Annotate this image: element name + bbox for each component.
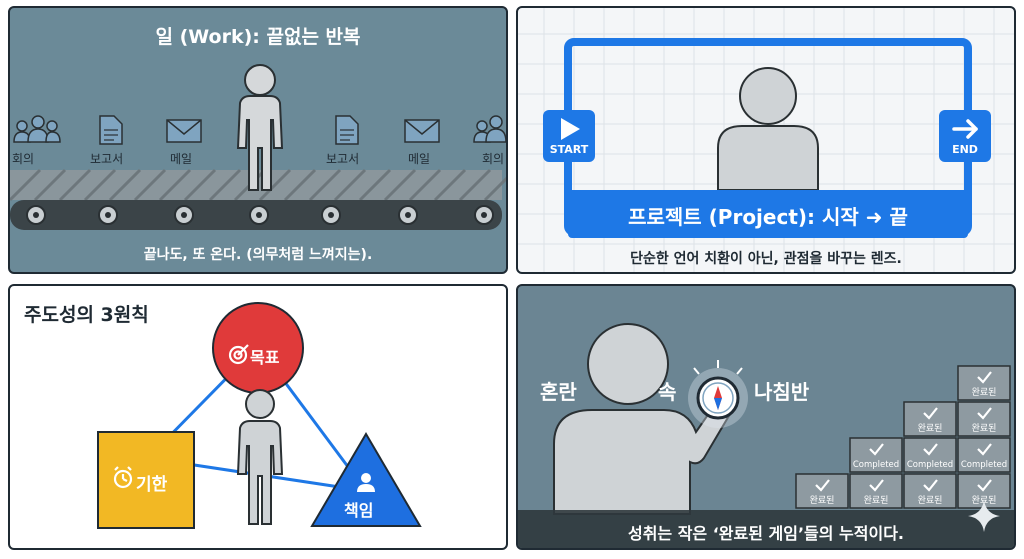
mail-icon <box>404 119 440 143</box>
person-figure <box>553 323 732 515</box>
person-figure <box>717 67 819 191</box>
checkmark-icon <box>923 479 938 492</box>
work-panel: 일 (Work): 끝없는 반복 회의 보고서 메일 보고서 메일 회의 끝나도… <box>8 6 508 274</box>
people-icon <box>13 115 61 143</box>
completed-box: Completed <box>957 437 1011 473</box>
person-badge-icon <box>357 473 375 492</box>
project-caption: 단순한 언어 치환이 아닌, 관점을 바꾸는 렌즈. <box>630 251 902 267</box>
completed-box: 완료된 <box>957 365 1011 401</box>
work-illustration <box>10 64 506 230</box>
completed-box-label: 완료된 <box>972 422 997 434</box>
project-title: 프로젝트 (Project): 시작 ➜ 끝 <box>628 205 908 229</box>
checkmark-icon <box>977 407 992 420</box>
arrow-right-icon <box>952 119 978 139</box>
goal-label: 목표 <box>250 348 280 367</box>
principles-panel: 주도성의 3원칙 목표 기한 책임 <box>8 284 508 550</box>
principles-title: 주도성의 3원칙 <box>24 304 149 326</box>
completed-box-label: Completed <box>907 460 953 470</box>
work-caption: 끝나도, 또 온다. (의무처럼 느껴지는). <box>143 247 373 263</box>
alarm-clock-icon <box>113 466 133 489</box>
checkmark-icon <box>977 443 992 456</box>
compass-illustration: 완료된완료된완료된완료된CompletedCompletedCompleted완… <box>518 323 1014 548</box>
checkmark-icon <box>923 443 938 456</box>
completed-box: 완료된 <box>903 473 957 509</box>
project-title-bar <box>568 190 968 238</box>
people-icon <box>473 115 506 143</box>
completed-box-stack: 완료된완료된완료된완료된CompletedCompletedCompleted완… <box>795 365 1011 509</box>
completed-box-label: 완료된 <box>972 386 997 398</box>
document-icon <box>99 115 123 145</box>
completed-box-label: 완료된 <box>864 494 889 506</box>
end-label: END <box>952 143 978 156</box>
completed-box-label: Completed <box>853 460 899 470</box>
person-figure <box>236 389 284 525</box>
person-figure <box>236 64 284 191</box>
start-label: START <box>549 143 589 156</box>
target-icon <box>228 344 249 365</box>
compass-word-right: 나침반 <box>754 380 810 404</box>
work-item-label: 보고서 <box>90 152 124 166</box>
caption-bar <box>518 510 1014 548</box>
work-item-label: 메일 <box>408 152 431 166</box>
checkmark-icon <box>923 407 938 420</box>
responsibility-label: 책임 <box>344 501 374 520</box>
work-item-label: 보고서 <box>326 152 360 166</box>
checkmark-icon <box>815 479 830 492</box>
work-item-label: 회의 <box>482 152 505 166</box>
checkmark-icon <box>869 479 884 492</box>
completed-box-label: Completed <box>961 460 1007 470</box>
checkmark-icon <box>977 479 992 492</box>
start-marker <box>543 110 595 162</box>
compass-word-left: 혼란 <box>540 380 577 404</box>
completed-box-label: 완료된 <box>918 494 943 506</box>
work-item-label: 메일 <box>170 152 193 166</box>
project-panel: START END 프로젝트 (Project): 시작 ➜ 끝 단순한 언어 … <box>516 6 1016 274</box>
compass-word-mid: 속 <box>658 380 677 404</box>
completed-box: 완료된 <box>957 401 1011 437</box>
checkmark-icon <box>869 443 884 456</box>
project-illustration <box>518 8 1014 272</box>
principles-diagram <box>97 302 422 529</box>
compass-caption: 성취는 작은 ‘완료된 게임’들의 누적이다. <box>627 524 905 543</box>
completed-box: 완료된 <box>795 473 849 509</box>
end-marker <box>939 110 991 162</box>
completed-box: Completed <box>849 437 903 473</box>
completed-box: 완료된 <box>903 401 957 437</box>
completed-box-label: 완료된 <box>810 494 835 506</box>
compass-panel: 완료된완료된완료된완료된CompletedCompletedCompleted완… <box>516 284 1016 550</box>
deadline-label: 기한 <box>136 475 168 495</box>
play-icon <box>561 118 580 140</box>
completed-box-label: 완료된 <box>918 422 943 434</box>
document-icon <box>335 115 359 145</box>
sparkle-icon <box>968 500 1000 532</box>
work-item-label: 회의 <box>12 152 35 166</box>
checkmark-icon <box>977 371 992 384</box>
mail-icon <box>166 119 202 143</box>
completed-box: Completed <box>903 437 957 473</box>
compass-icon <box>688 360 748 428</box>
completed-box: 완료된 <box>849 473 903 509</box>
work-title: 일 (Work): 끝없는 반복 <box>155 26 361 48</box>
